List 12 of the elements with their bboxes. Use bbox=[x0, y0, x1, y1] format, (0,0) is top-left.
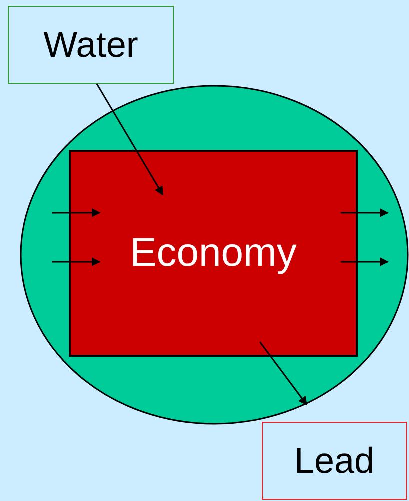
label-box bbox=[262, 422, 407, 500]
node-label: Lead bbox=[294, 440, 375, 482]
label-box bbox=[8, 6, 174, 84]
arrow bbox=[340, 258, 389, 266]
arrow bbox=[52, 208, 101, 218]
arrow bbox=[52, 258, 101, 266]
process-box bbox=[69, 150, 358, 357]
arrow bbox=[259, 342, 308, 406]
node-label: Water bbox=[44, 24, 138, 66]
arrow bbox=[340, 208, 389, 218]
node-label: Economy bbox=[130, 231, 297, 276]
arrow bbox=[96, 84, 164, 196]
